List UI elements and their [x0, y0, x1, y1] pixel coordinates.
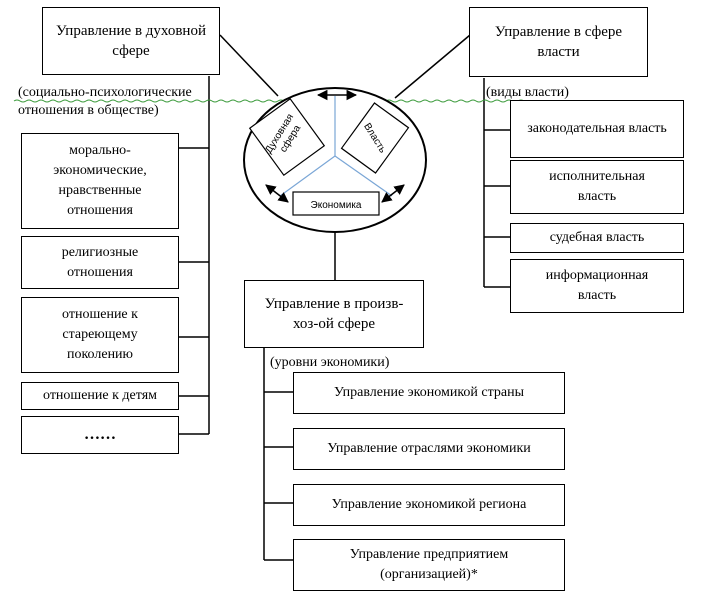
spiritual-item-4: отношение к детям — [21, 382, 179, 410]
arrow-left — [265, 184, 289, 203]
power-item-3: судебная власть — [510, 223, 684, 253]
power-note: (виды власти) — [486, 85, 569, 100]
spellcheck-squiggle — [13, 99, 531, 103]
power-sphere-label-box — [340, 102, 410, 174]
power-sphere-title: Управление в сфере власти — [494, 24, 623, 60]
arrow-right — [381, 184, 405, 203]
spiritual-sphere-title: Управление в духовной сфере — [55, 23, 206, 59]
spiritual-item-3: отношение к стареющему поколению — [21, 297, 179, 373]
connector-power — [394, 34, 471, 99]
production-note: (уровни экономики) — [270, 355, 390, 370]
spiritual-sphere-box: Управление в духовной сфере — [42, 7, 220, 75]
spiritual-item-1: морально-экономические, нравственные отн… — [21, 133, 179, 229]
spiritual-sphere-label-box — [248, 98, 326, 176]
production-item-3: Управление экономикой региона — [293, 484, 565, 526]
power-item-1: законодательная власть — [510, 100, 684, 158]
production-item-1: Управление экономикой страны — [293, 372, 565, 414]
power-item-4: информационная власть — [510, 259, 684, 313]
production-item-4: Управление предприятием (организацией)* — [293, 539, 565, 591]
power-item-2: исполнительная власть — [510, 160, 684, 214]
power-sphere-box: Управление в сфере власти — [469, 7, 648, 77]
connector-spiritual — [219, 34, 279, 97]
diagram-connectors: Духовная сфера Власть Экономика — [13, 34, 531, 561]
spiritual-item-2: религиозные отношения — [21, 236, 179, 289]
production-sphere-title: Управление в произв-хоз-ой сфере — [264, 296, 404, 332]
production-item-2: Управление отраслями экономики — [293, 428, 565, 470]
spiritual-note: (социально-психологические отношения в о… — [18, 85, 192, 118]
spiritual-item-5: …… — [21, 416, 179, 454]
economy-label: Экономика — [311, 200, 362, 211]
production-sphere-box: Управление в произв-хоз-ой сфере — [244, 280, 424, 348]
economy-label-box — [292, 191, 380, 216]
